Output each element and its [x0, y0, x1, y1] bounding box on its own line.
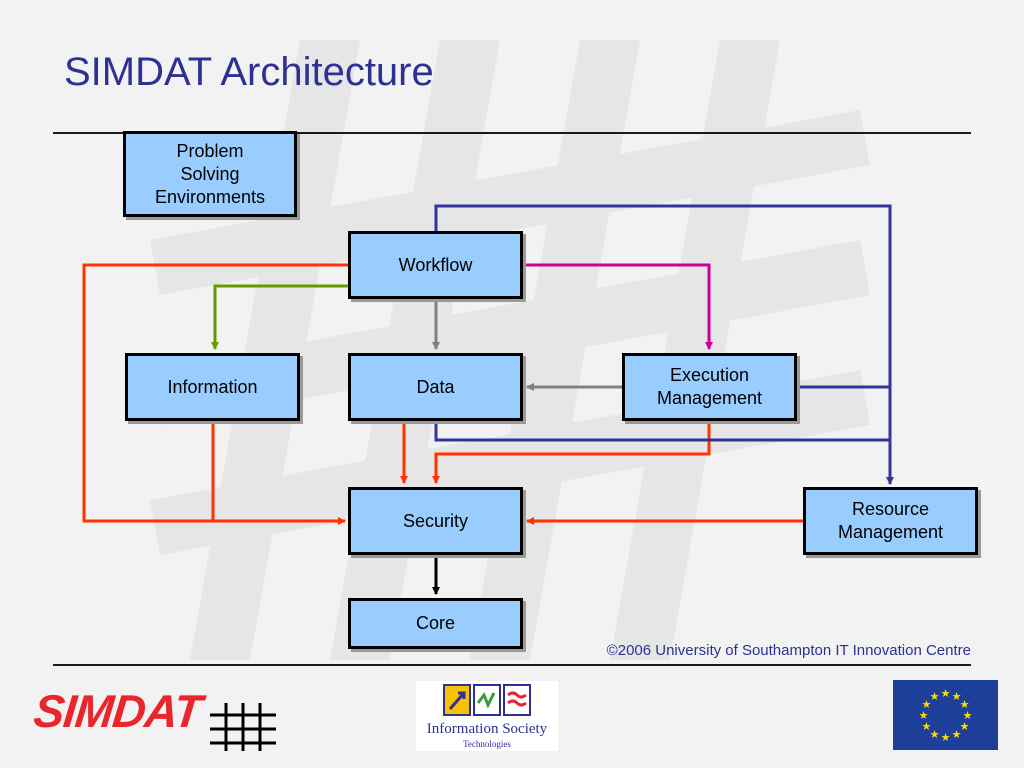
ist-emblem-icon	[443, 684, 531, 716]
execution-management-box: Execution Management	[622, 353, 797, 421]
data-to-resource-arrow	[434, 420, 890, 442]
copyright-notice: ©2006 University of Southampton IT Innov…	[606, 642, 971, 659]
resource-management-box: Resource Management	[803, 487, 978, 555]
eu-star-icon: ★	[921, 698, 931, 711]
data-box: Data	[348, 353, 523, 421]
core-box: Core	[348, 598, 523, 649]
eu-star-icon: ★	[952, 728, 962, 741]
eu-star-icon: ★	[941, 731, 951, 744]
eu-star-icon: ★	[921, 720, 931, 733]
workflow-to-information-arrow	[211, 284, 350, 350]
eu-star-icon: ★	[930, 728, 940, 741]
execution-to-security-arrow	[432, 420, 711, 484]
eu-star-icon: ★	[960, 720, 970, 733]
eu-star-icon: ★	[960, 698, 970, 711]
ist-logo: Information Society Technologies	[416, 681, 558, 751]
top-divider	[53, 132, 971, 134]
page-title: SIMDAT Architecture	[64, 50, 434, 94]
eu-star-icon: ★	[919, 709, 929, 722]
workflow-to-resource-arrow	[434, 204, 894, 485]
workflow-box: Workflow	[348, 231, 523, 299]
eu-flag: ★★★★★★★★★★★★	[893, 680, 998, 750]
eu-star-icon: ★	[941, 687, 951, 700]
grid-logo-icon	[210, 703, 276, 751]
ist-name: Information Society	[426, 721, 548, 737]
information-box: Information	[125, 353, 300, 421]
ist-subtitle: Technologies	[463, 739, 511, 749]
security-box: Security	[348, 487, 523, 555]
simdat-logo: SIMDAT	[31, 685, 204, 737]
eu-star-icon: ★	[952, 690, 962, 703]
eu-star-icon: ★	[963, 709, 973, 722]
eu-stars-icon: ★★★★★★★★★★★★	[919, 687, 973, 744]
bottom-divider	[53, 664, 971, 666]
pse-box: Problem Solving Environments	[123, 131, 297, 217]
workflow-to-execution-arrow	[522, 263, 713, 350]
eu-star-icon: ★	[930, 690, 940, 703]
